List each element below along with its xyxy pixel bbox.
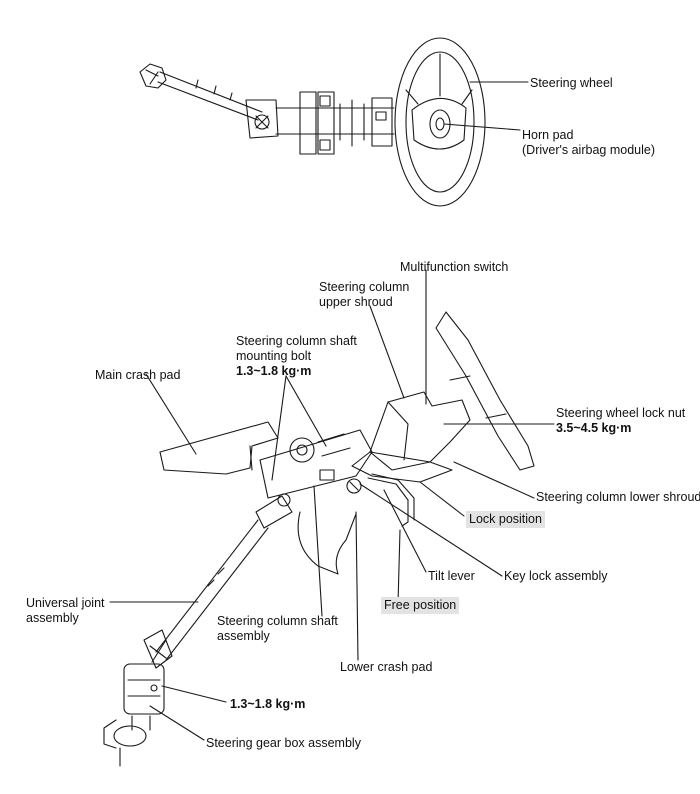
top-column-illustration bbox=[139, 37, 486, 207]
label-shaft-assembly: Steering column shaft assembly bbox=[217, 614, 338, 643]
label-lock-position: Lock position bbox=[466, 511, 545, 528]
label-gearbox-torque: 1.3~1.8 kg·m bbox=[230, 697, 306, 711]
leader-lines bbox=[109, 81, 555, 741]
label-universal-joint: Universal joint assembly bbox=[26, 596, 105, 625]
label-lower-crash-pad: Lower crash pad bbox=[340, 660, 433, 674]
label-multifunction-switch: Multifunction switch bbox=[400, 260, 509, 274]
label-upper-shroud: Steering column upper shroud bbox=[319, 280, 410, 309]
label-shaft-mounting-bolt: Steering column shaft mounting bolt 1.3~… bbox=[236, 334, 357, 378]
label-tilt-lever: Tilt lever bbox=[428, 569, 475, 583]
label-steering-wheel: Steering wheel bbox=[530, 76, 613, 90]
lock-nut-torque: 3.5~4.5 kg·m bbox=[556, 421, 632, 435]
label-main-crash-pad: Main crash pad bbox=[95, 368, 181, 382]
label-lower-shroud: Steering column lower shroud bbox=[536, 490, 700, 504]
label-gear-box-assembly: Steering gear box assembly bbox=[206, 736, 361, 750]
label-free-position: Free position bbox=[381, 597, 460, 614]
shaft-bolt-torque: 1.3~1.8 kg·m bbox=[236, 364, 312, 378]
label-horn-pad: Horn pad (Driver's airbag module) bbox=[522, 128, 655, 157]
label-wheel-lock-nut: Steering wheel lock nut 3.5~4.5 kg·m bbox=[556, 406, 686, 435]
label-key-lock-assembly: Key lock assembly bbox=[504, 569, 608, 583]
